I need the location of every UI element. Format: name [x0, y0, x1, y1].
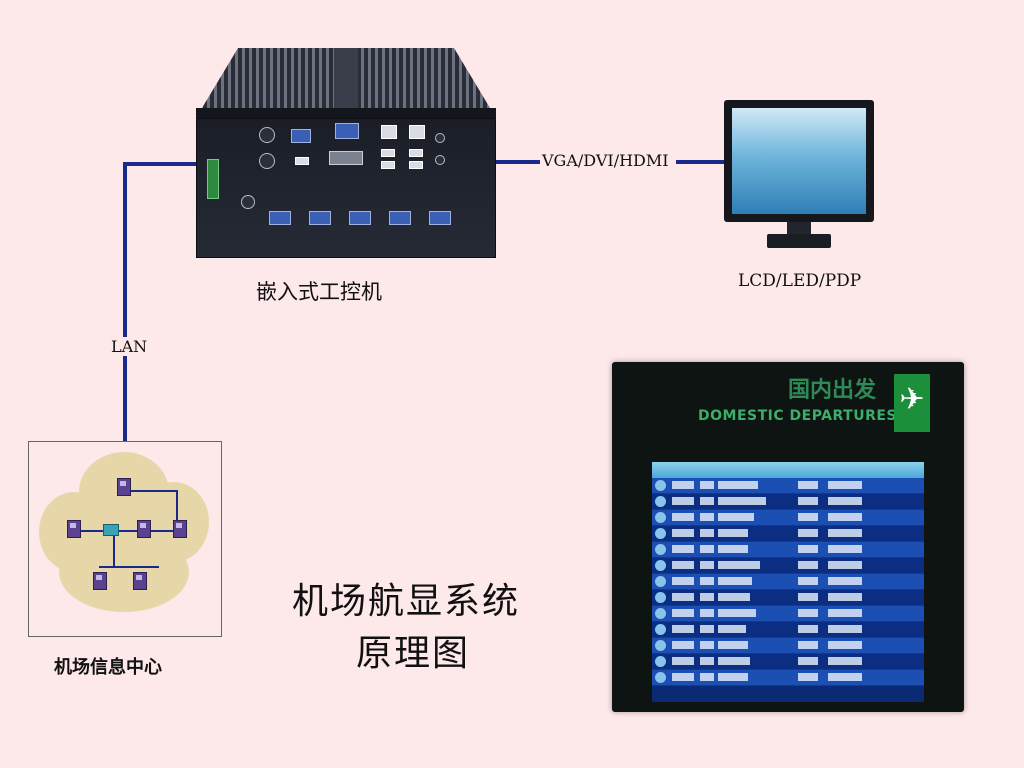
power-button [241, 195, 255, 209]
flight-list-screen [652, 462, 924, 702]
flight-row [652, 574, 924, 590]
video-link-label: VGA/DVI/HDMI [542, 151, 669, 170]
io-panel [196, 118, 496, 258]
dvi-port [329, 151, 363, 165]
flight-row [652, 494, 924, 510]
ipc-label: 嵌入式工控机 [256, 280, 382, 304]
vga-port [335, 123, 359, 139]
flight-row [652, 478, 924, 494]
flight-row [652, 670, 924, 686]
flight-row [652, 638, 924, 654]
computer-icon [133, 572, 147, 590]
computer-icon [137, 520, 151, 538]
computer-icon [117, 478, 131, 496]
flight-row [652, 654, 924, 670]
flight-row [652, 606, 924, 622]
video-cable-left [496, 160, 540, 164]
board-title-en: DOMESTIC DEPARTURES [698, 408, 897, 424]
terminal-block [207, 159, 219, 199]
monitor-image [724, 100, 874, 252]
network-hub-icon [103, 524, 119, 536]
monitor-screen [732, 108, 866, 214]
info-center-label: 机场信息中心 [54, 657, 162, 678]
lan-port [381, 125, 397, 139]
flight-row [652, 526, 924, 542]
diagram-title-line1: 机场航显系统 [292, 581, 521, 622]
diagram-title-line2: 原理图 [356, 633, 471, 674]
departure-board-image: 国内出发 DOMESTIC DEPARTURES ✈ [612, 362, 964, 712]
flight-list-header [652, 462, 924, 478]
lan-label: LAN [108, 337, 151, 356]
flight-row [652, 558, 924, 574]
industrial-pc-image [196, 48, 496, 258]
flight-row [652, 542, 924, 558]
video-cable-right [676, 160, 726, 164]
com-port [291, 129, 311, 143]
audio-jack [435, 133, 445, 143]
network-diagram [28, 441, 222, 637]
computer-icon [67, 520, 81, 538]
flight-row [652, 510, 924, 526]
flight-row [652, 622, 924, 638]
computer-icon [173, 520, 187, 538]
flight-row [652, 590, 924, 606]
computer-icon [93, 572, 107, 590]
airplane-icon: ✈ [894, 374, 930, 432]
lan-cable-vertical [123, 162, 127, 442]
lan-cable-horizontal [123, 162, 199, 166]
display-types-label: LCD/LED/PDP [738, 271, 862, 291]
board-title-cn: 国内出发 [788, 378, 877, 403]
